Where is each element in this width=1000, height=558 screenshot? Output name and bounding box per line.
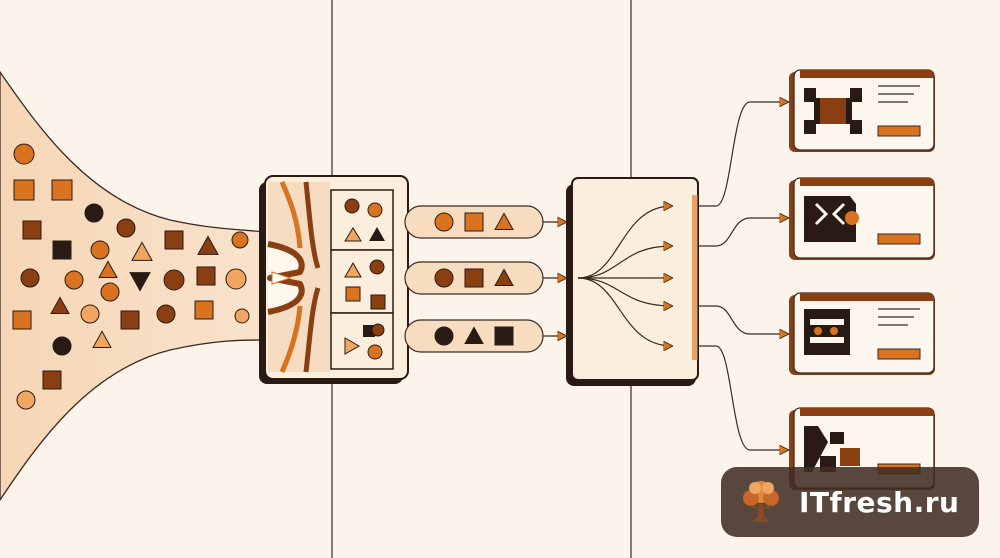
card-header-bar	[800, 70, 934, 78]
icon-gap	[804, 102, 814, 120]
square-shape	[494, 326, 514, 346]
square-shape	[120, 310, 140, 330]
cross-pattern-icon	[804, 88, 862, 134]
channel-2	[404, 261, 566, 295]
circle-shape	[434, 326, 454, 346]
circle-shape	[225, 268, 247, 290]
channel-3	[404, 319, 566, 353]
tree-logo-icon	[743, 481, 779, 522]
icon-gap	[816, 124, 850, 134]
square-shape	[12, 310, 32, 330]
card-header-bar	[800, 408, 934, 416]
square-shape	[464, 268, 484, 288]
card-action-bar	[877, 125, 921, 137]
scatter-pattern-icon	[804, 426, 860, 472]
square-shape	[52, 240, 72, 260]
icon-block	[804, 309, 850, 355]
input-funnel	[0, 70, 266, 502]
icon-block	[840, 448, 860, 466]
sorter-intake	[268, 182, 330, 372]
square-shape	[196, 266, 216, 286]
icon-gap	[816, 88, 850, 98]
watermark-text: ITfresh.ru	[799, 485, 960, 519]
square-shape	[51, 179, 73, 201]
icon-gap	[810, 319, 844, 325]
square-shape	[42, 370, 62, 390]
card-action-bar	[877, 233, 921, 245]
raw-data-shapes	[12, 143, 305, 410]
circle-shape	[100, 282, 120, 302]
output-cards	[789, 69, 935, 490]
output-connectors	[698, 102, 788, 450]
square-shape	[164, 230, 184, 250]
output-card-2	[789, 177, 935, 260]
circle-shape	[80, 304, 100, 324]
watermark-badge: ITfresh.ru	[721, 467, 979, 537]
circle-shape	[116, 218, 136, 238]
icon-trace	[814, 202, 846, 226]
icon-block	[830, 432, 844, 444]
triangle-shape	[92, 330, 112, 349]
card-header-bar	[800, 178, 934, 186]
connector-arrow	[698, 218, 788, 247]
icon-gap	[810, 337, 844, 343]
circle-shape	[84, 203, 104, 223]
fanout-arrow	[577, 206, 672, 279]
icon-gap	[852, 102, 862, 120]
channel-1	[404, 205, 566, 239]
circle-shape	[434, 212, 454, 232]
circle-shape	[156, 304, 176, 324]
icon-dot	[845, 211, 859, 225]
square-shape	[22, 220, 42, 240]
square-shape	[13, 179, 35, 201]
circle-shape	[434, 268, 454, 288]
triangle-shape	[494, 268, 514, 287]
circle-shape	[234, 308, 250, 324]
grid-pattern-icon	[804, 309, 850, 355]
chip-pattern-icon	[804, 196, 859, 242]
circle-shape	[163, 269, 185, 291]
circle-shape	[20, 268, 40, 288]
triangle-shape	[197, 235, 219, 255]
icon-block	[804, 196, 856, 242]
circle-shape	[231, 231, 249, 249]
triangle-shape	[494, 212, 514, 231]
sorted-channels	[404, 205, 566, 353]
icon-center	[820, 98, 846, 124]
output-card-3	[789, 292, 935, 375]
circle-shape	[16, 390, 36, 410]
icon-block	[804, 426, 828, 472]
circle-shape	[64, 270, 84, 290]
triangle-shape	[129, 272, 151, 292]
circle-shape	[52, 336, 72, 356]
processor-box	[566, 177, 699, 386]
square-shape	[194, 300, 214, 320]
fanout-lines	[577, 206, 672, 346]
triangle-shape	[98, 260, 118, 279]
fanout-arrow	[577, 277, 672, 306]
icon-dot	[814, 327, 822, 335]
circle-shape	[13, 143, 35, 165]
card-header-bar	[800, 293, 934, 301]
triangle-shape	[464, 326, 484, 345]
output-card-1	[789, 69, 935, 152]
connector-arrow	[698, 102, 788, 207]
connector-arrow	[698, 305, 788, 334]
square-shape	[464, 212, 484, 232]
triangle-shape	[131, 241, 153, 261]
fanout-arrow	[577, 246, 672, 279]
sorter-bin-3	[330, 312, 394, 370]
connector-arrow	[698, 345, 788, 450]
card-action-bar	[877, 348, 921, 360]
icon-dot	[830, 327, 838, 335]
triangle-shape	[50, 296, 70, 315]
fanout-arrow	[577, 277, 672, 346]
sorter-box	[259, 175, 409, 384]
circle-shape	[90, 240, 110, 260]
